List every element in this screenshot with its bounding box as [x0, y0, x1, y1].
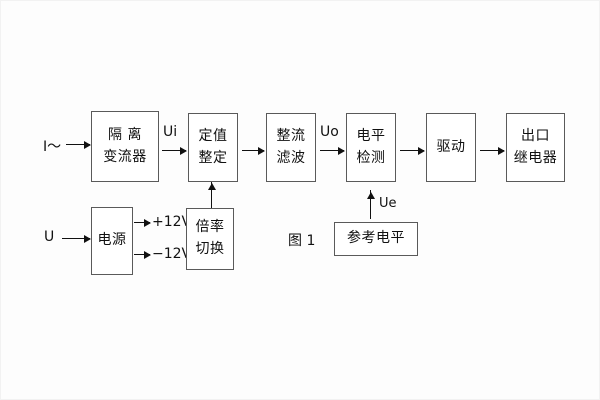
block-reference-level[interactable]: 参考电平 — [334, 222, 418, 256]
uo-signal-label: Uo — [320, 124, 339, 140]
connector-reference-to-level — [370, 190, 371, 200]
arrow-rail-negative — [134, 250, 151, 259]
block-rectify-filter-line2: 滤波 — [276, 149, 306, 166]
block-power-supply[interactable]: 电源 — [91, 207, 133, 275]
block-power-supply-line1: 电源 — [97, 232, 127, 249]
arrow-current-to-isolation — [66, 140, 91, 149]
block-output-relay-line2: 继电器 — [513, 149, 558, 166]
arrow-rectify-to-level — [320, 146, 345, 155]
block-level-detection-line2: 检测 — [356, 149, 386, 166]
arrow-multiplier-to-setting — [207, 183, 216, 208]
arrow-isolation-to-setting — [162, 146, 187, 155]
block-multiplier-switch-line1: 倍率 — [195, 219, 225, 236]
connector-multiplier-to-setting — [211, 182, 212, 191]
block-isolation-transformer[interactable]: 隔 离 变流器 — [91, 111, 159, 182]
ue-signal-label: Ue — [379, 196, 397, 211]
block-setting-value-line2: 整定 — [198, 149, 228, 166]
block-output-relay[interactable]: 出口 继电器 — [506, 113, 565, 182]
block-setting-value-line1: 定值 — [198, 127, 228, 144]
block-rectify-filter-line1: 整流 — [276, 127, 306, 144]
block-reference-level-line1: 参考电平 — [347, 230, 405, 247]
block-rectify-filter[interactable]: 整流 滤波 — [266, 113, 316, 182]
figure-caption: 图 1 — [288, 233, 316, 249]
block-driver-line1: 驱动 — [436, 138, 466, 155]
block-driver[interactable]: 驱动 — [426, 113, 476, 182]
block-isolation-transformer-line1: 隔 离 — [108, 126, 142, 143]
block-setting-value[interactable]: 定值 整定 — [188, 113, 238, 182]
arrow-driver-to-relay — [480, 146, 505, 155]
block-isolation-transformer-line2: 变流器 — [103, 148, 147, 165]
voltage-input-label: U — [44, 229, 55, 245]
rail-positive-label: +12V — [152, 214, 192, 230]
arrow-voltage-to-power — [62, 234, 91, 243]
arrow-level-to-driver — [400, 146, 425, 155]
block-multiplier-switch[interactable]: 倍率 切换 — [186, 208, 234, 270]
arrow-rail-positive — [134, 218, 151, 227]
arrow-setting-to-rectify — [242, 146, 265, 155]
arrow-reference-to-level — [366, 192, 375, 219]
block-level-detection[interactable]: 电平 检测 — [346, 113, 396, 182]
rail-negative-label: −12V — [152, 246, 192, 262]
ui-signal-label: Ui — [163, 124, 178, 140]
block-output-relay-line1: 出口 — [521, 127, 550, 144]
block-multiplier-switch-line2: 切换 — [195, 241, 225, 257]
current-input-label: I～ — [43, 139, 62, 155]
block-level-detection-line1: 电平 — [356, 127, 386, 144]
